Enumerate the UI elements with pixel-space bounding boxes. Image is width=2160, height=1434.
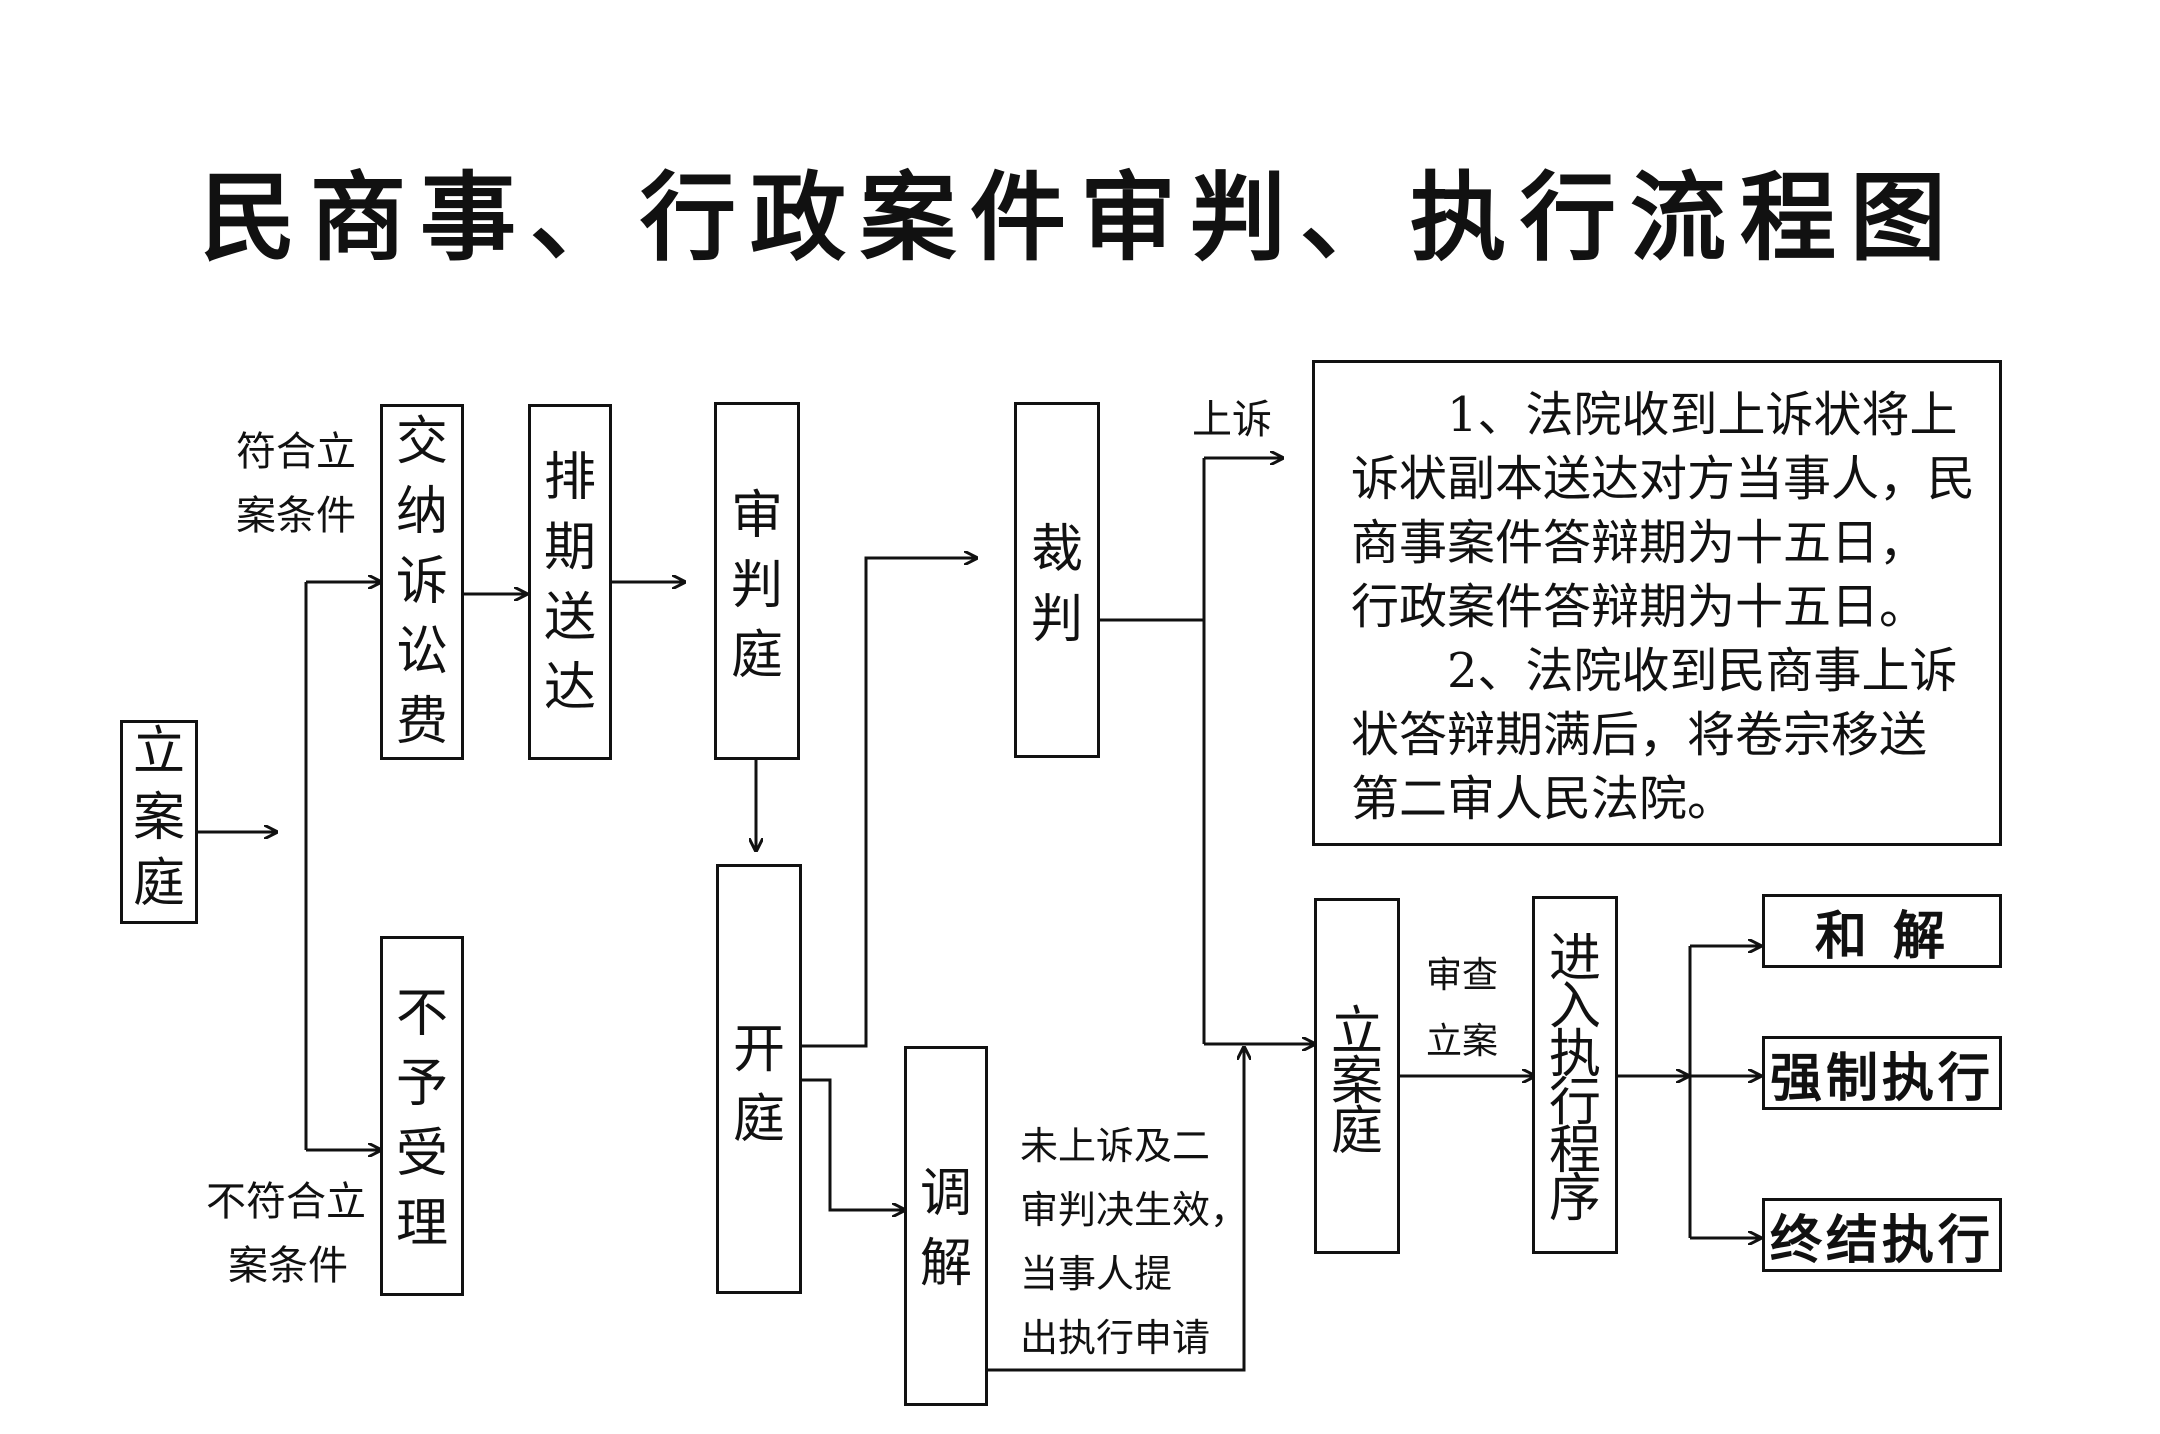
note-p2-line1: 2、法院收到民商事上诉 [1447, 643, 1958, 699]
label-bufuhe-line1: 不符合立 [206, 1179, 366, 1225]
box-tiaojie-label: 调 解 [919, 1164, 972, 1294]
note-p2-line2: 状答辩期满后，将卷宗移送 [1351, 707, 1928, 763]
label-fuhe-line2: 案条件 [236, 493, 356, 539]
box-qiangzhi-zhixing: 强制执行 [1762, 1036, 2002, 1110]
appeal-note-box: 1、法院收到上诉状将上 诉状副本送达对方当事人，民 商事案件答辩期为十五日， 行… [1312, 360, 2002, 846]
note-p2-line3: 第二审人民法院。 [1351, 771, 1736, 827]
box-hejie-label: 和 解 [1814, 905, 1950, 967]
note-p1-line1: 1、法院收到上诉状将上 [1447, 387, 1958, 443]
label-weishangsu-line4: 出执行申请 [1020, 1316, 1211, 1360]
label-shangsu: 上诉 [1192, 397, 1272, 443]
box-paiqi-songda: 排 期 送 达 [528, 404, 612, 760]
label-shencha-line2: 立案 [1426, 1021, 1499, 1062]
note-p1-line4: 行政案件答辩期为十五日。 [1351, 579, 1928, 635]
box-lian-ting-first: 立 案 庭 [120, 720, 198, 924]
box-zhongjie-label: 终结执行 [1769, 1209, 1994, 1271]
box-lian-ting-first-label: 立 案 庭 [132, 722, 185, 914]
box-buyu-shouli: 不 予 受 理 [380, 936, 464, 1296]
box-hejie: 和 解 [1762, 894, 2002, 968]
box-zhongjie-zhixing: 终结执行 [1762, 1198, 2002, 1272]
box-shenpan-ting: 审 判 庭 [714, 402, 800, 760]
box-jiaona-susongfei: 交 纳 诉 讼 费 [380, 404, 464, 760]
box-paiqi-label: 排 期 送 达 [543, 448, 596, 718]
arrow-tiaojie-up [984, 1048, 1244, 1372]
arrow-kaiting-tiaojie [800, 1078, 904, 1210]
box-buyu-label: 不 予 受 理 [395, 984, 448, 1254]
box-caipan: 裁 判 [1014, 402, 1100, 758]
box-qiangzhi-label: 强制执行 [1769, 1047, 1994, 1109]
box-jiaona-label: 交 纳 诉 讼 费 [395, 412, 448, 752]
arrow-kaiting-caipan [800, 558, 976, 1048]
box-jinru-zhixing: 进 入 执 行 程 序 [1532, 896, 1618, 1254]
box-shenpan-ting-label: 审 判 庭 [730, 486, 783, 686]
page-title: 民商事、行政案件审判、执行流程图 [200, 161, 1960, 274]
label-weishangsu-line1: 未上诉及二 [1020, 1124, 1211, 1168]
label-weishangsu-line3: 当事人提 [1020, 1252, 1173, 1296]
note-p1-line2: 诉状副本送达对方当事人，民 [1351, 451, 1976, 507]
box-lian-ting-second: 立 案 庭 [1314, 898, 1400, 1254]
box-kaiting: 开 庭 [716, 864, 802, 1294]
label-bufuhe-line2: 案条件 [228, 1243, 348, 1289]
box-tiaojie: 调 解 [904, 1046, 988, 1406]
box-jinru-label: 进 入 执 行 程 序 [1548, 929, 1601, 1229]
box-caipan-label: 裁 判 [1030, 520, 1083, 650]
note-p1-line3: 商事案件答辩期为十五日， [1351, 515, 1928, 571]
box-lian-ting-second-label: 立 案 庭 [1330, 1002, 1383, 1162]
box-kaiting-label: 开 庭 [732, 1020, 785, 1150]
label-weishangsu-line2: 审判决生效， [1020, 1188, 1249, 1232]
label-fuhe-line1: 符合立 [236, 429, 356, 475]
label-shencha-line1: 审查 [1426, 955, 1499, 996]
